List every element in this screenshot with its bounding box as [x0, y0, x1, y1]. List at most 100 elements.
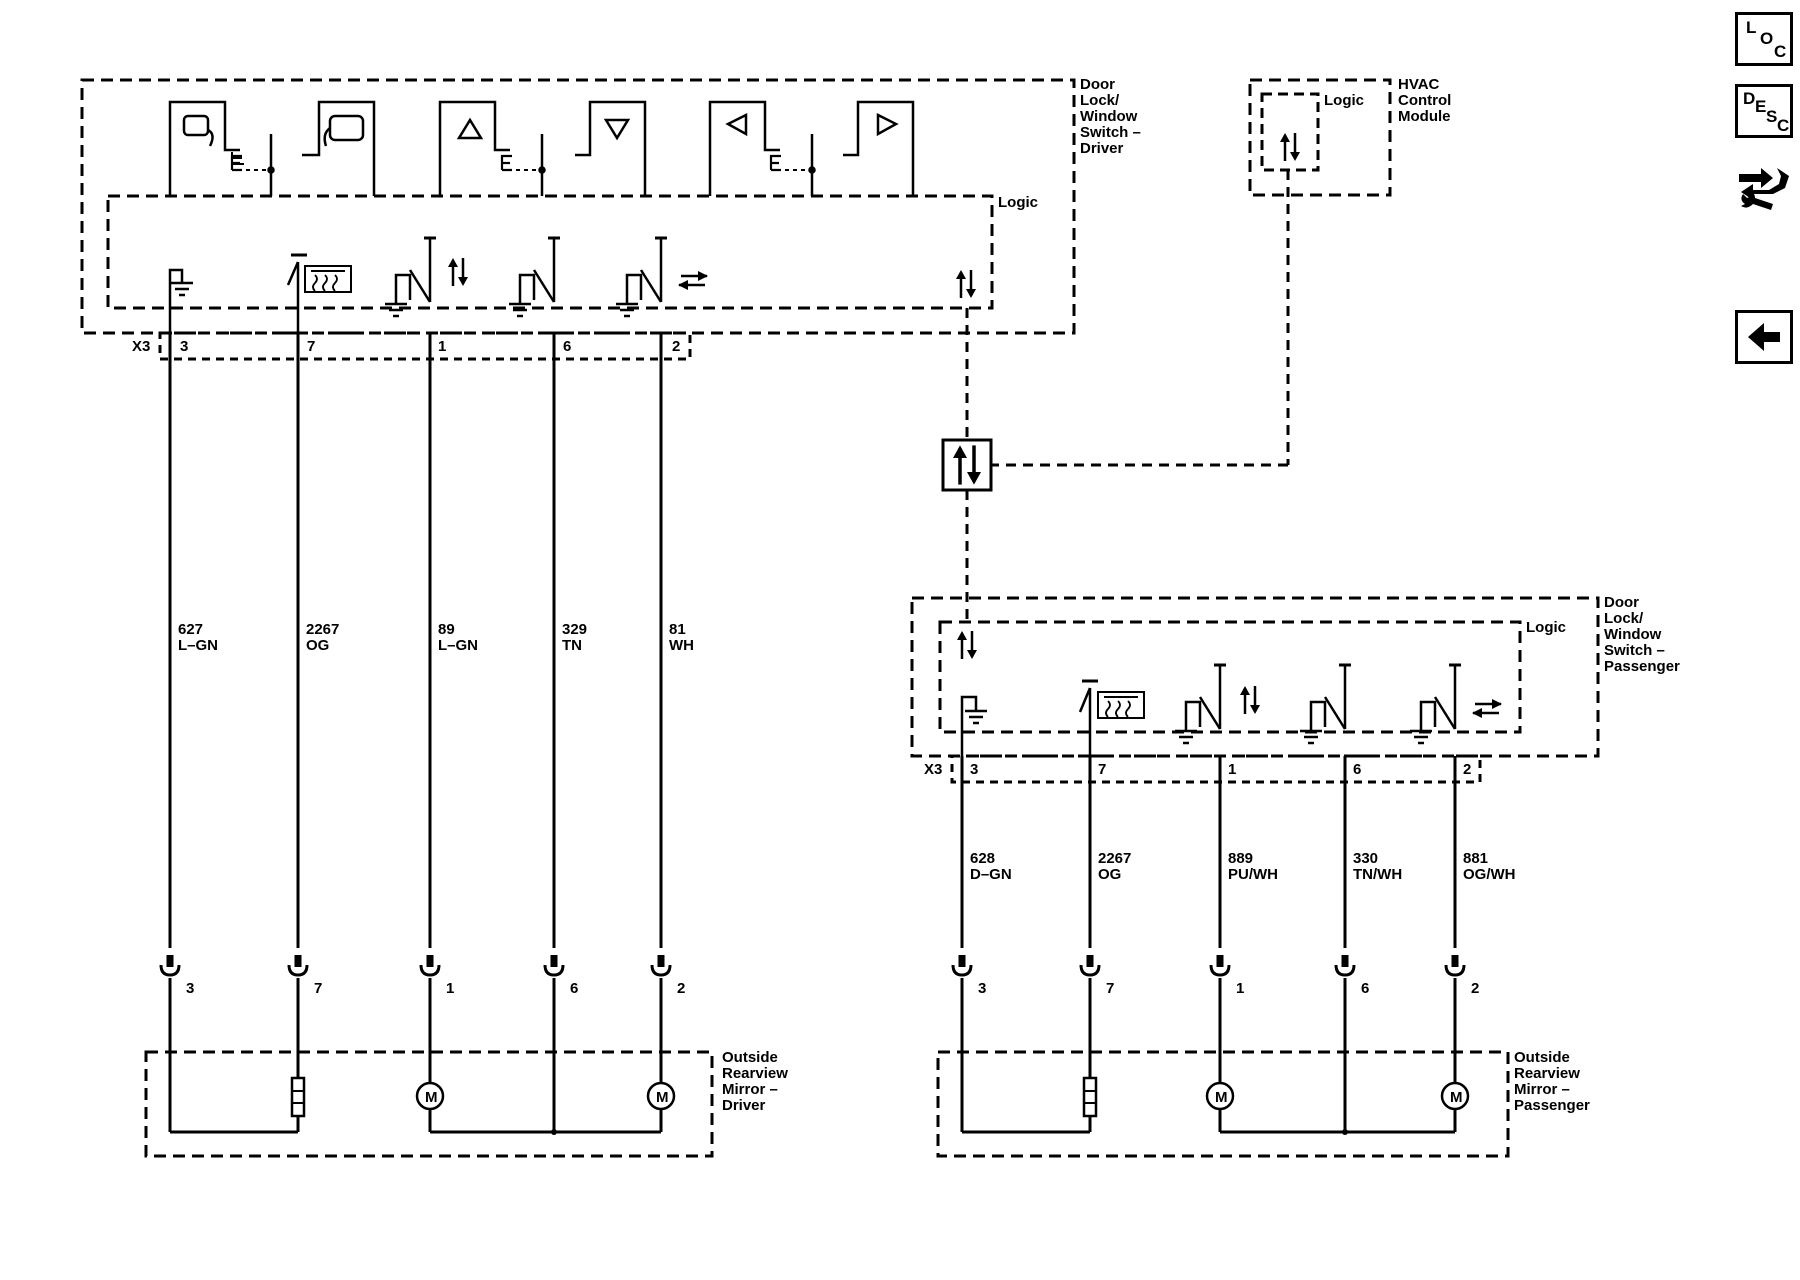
passenger-switch-name: Door Lock/ Window Switch – Passenger	[1604, 594, 1680, 675]
passenger-wire-color: D–GN	[970, 866, 1012, 883]
driver-updown-switch	[385, 238, 470, 316]
driver-wire-circuit: 2267	[306, 621, 339, 638]
passenger-wire-circuit: 2267	[1098, 850, 1131, 867]
desc-letter: C	[1777, 116, 1790, 135]
passenger-logic-label: Logic	[1526, 619, 1566, 636]
passenger-wires	[960, 756, 1457, 960]
driver-wire-color: L–GN	[178, 637, 218, 654]
description-button[interactable]: D E S C	[1735, 84, 1793, 138]
driver-switch-name: Door Lock/ Window Switch – Driver	[1080, 76, 1145, 157]
driver-wire-color: WH	[669, 637, 694, 654]
driver-mirror-pin: 1	[446, 980, 454, 997]
driver-switch-module: Logic Door Lock/ Window Switch – Driver	[80, 76, 1145, 361]
driver-mirror-boundary	[144, 1050, 714, 1158]
driver-mirror-module: M M Outside Rearview Mirror – Driver	[144, 978, 792, 1158]
driver-wire-circuit: 627	[178, 621, 203, 638]
driver-switch-pin: 7	[307, 338, 315, 355]
driver-logic-boundary	[106, 194, 994, 310]
passenger-mirror-heater-element	[1082, 1076, 1098, 1118]
mirror-down-button	[575, 100, 647, 196]
passenger-switch-boundary	[910, 596, 1600, 758]
serial-data-splice	[941, 438, 993, 492]
passenger-mirror-pin: 1	[1236, 980, 1244, 997]
hvac-boundary	[1248, 78, 1392, 197]
loc-letter: O	[1760, 29, 1774, 48]
driver-wire-circuit: 329	[562, 621, 587, 638]
tools-icon	[1739, 168, 1789, 210]
driver-switch-boundary	[80, 78, 1076, 335]
passenger-switch-pin: 3	[970, 761, 978, 778]
passenger-wire-color: PU/WH	[1228, 866, 1278, 883]
driver-wire-circuit: 89	[438, 621, 455, 638]
mirror-select-right-button	[302, 100, 376, 196]
passenger-mirror-pin: 7	[1106, 980, 1114, 997]
passenger-wire-circuit: 881	[1463, 850, 1488, 867]
passenger-switch-pin: 7	[1098, 761, 1106, 778]
passenger-switch-pin: 1	[1228, 761, 1236, 778]
diagnostic-tools-button[interactable]	[1733, 158, 1795, 220]
passenger-x3-connector	[950, 754, 1482, 784]
driver-serial-data-arrows	[954, 268, 978, 300]
mirror-left-button	[708, 100, 816, 196]
driver-wire-circuit: 81	[669, 621, 686, 638]
driver-switch-pin: 3	[180, 338, 188, 355]
driver-x3-connector	[158, 331, 692, 361]
passenger-switch-pin: 2	[1463, 761, 1471, 778]
passenger-wire-color: TN/WH	[1353, 866, 1402, 883]
mirror-right-button	[843, 100, 915, 196]
mirror-select-left-button	[168, 100, 275, 196]
passenger-switch-pin: 6	[1353, 761, 1361, 778]
driver-switch-pin: 1	[438, 338, 446, 355]
driver-connector-label: X3	[132, 338, 150, 355]
passenger-wire-circuit: 889	[1228, 850, 1253, 867]
passenger-wire-circuit: 628	[970, 850, 995, 867]
hvac-logic-label: Logic	[1324, 92, 1364, 109]
driver-wires	[168, 332, 663, 960]
driver-heater-switch	[286, 253, 352, 332]
driver-common-switch	[509, 238, 560, 316]
driver-switch-pin: 6	[563, 338, 571, 355]
passenger-connector-label: X3	[924, 761, 942, 778]
driver-mirror-pin: 3	[186, 980, 194, 997]
driver-wire-color: TN	[562, 637, 582, 654]
back-button[interactable]	[1735, 310, 1793, 364]
passenger-wire-labels: 628 D–GN 2267 OG 889 PU/WH 330 TN/WH 881…	[970, 850, 1516, 883]
loc-letter: L	[1746, 18, 1757, 37]
desc-letter: D	[1743, 89, 1756, 108]
passenger-logic-boundary	[938, 620, 1522, 734]
desc-letter: E	[1755, 97, 1767, 116]
hvac-logic-boundary	[1260, 92, 1320, 172]
driver-mirror-pin: 6	[570, 980, 578, 997]
passenger-mirror-pin: 2	[1471, 980, 1479, 997]
driver-ground-circuit	[168, 268, 195, 332]
serial-data-lines	[965, 170, 1290, 625]
hvac-control-module: Logic HVAC Control Module	[1248, 76, 1456, 197]
passenger-wire-color: OG/WH	[1463, 866, 1516, 883]
passenger-motor-label: M	[1450, 1089, 1463, 1106]
mirror-up-button	[438, 100, 546, 196]
driver-mirror-heater-element	[290, 1076, 306, 1118]
passenger-mirror-name: Outside Rearview Mirror – Passenger	[1514, 1049, 1590, 1114]
passenger-mirror-connector: 3 7 1 6 2	[951, 948, 1479, 997]
passenger-mirror-pin: 6	[1361, 980, 1369, 997]
driver-logic-label: Logic	[998, 194, 1038, 211]
driver-wire-color: L–GN	[438, 637, 478, 654]
driver-mirror-name: Outside Rearview Mirror – Driver	[722, 1049, 792, 1114]
passenger-leftright-switch	[1410, 665, 1504, 743]
driver-leftright-switch	[616, 238, 710, 316]
passenger-wire-circuit: 330	[1353, 850, 1378, 867]
hvac-name: HVAC Control Module	[1398, 76, 1456, 125]
passenger-mirror-pin: 3	[978, 980, 986, 997]
driver-wire-labels: 627 L–GN 2267 OG 89 L–GN 329 TN 81 WH	[178, 621, 694, 654]
loc-letter: C	[1774, 42, 1787, 61]
driver-motor-label: M	[656, 1089, 669, 1106]
back-arrow-icon	[1748, 323, 1780, 351]
location-button[interactable]: L O C	[1735, 12, 1793, 66]
desc-letter: S	[1766, 107, 1778, 126]
driver-mirror-pin: 7	[314, 980, 322, 997]
passenger-mirror-module: M M Outside Rearview Mirror – Passenger	[936, 978, 1590, 1158]
driver-mirror-connector: 3 7 1 6 2	[159, 948, 685, 997]
passenger-wire-color: OG	[1098, 866, 1121, 883]
driver-wire-color: OG	[306, 637, 329, 654]
